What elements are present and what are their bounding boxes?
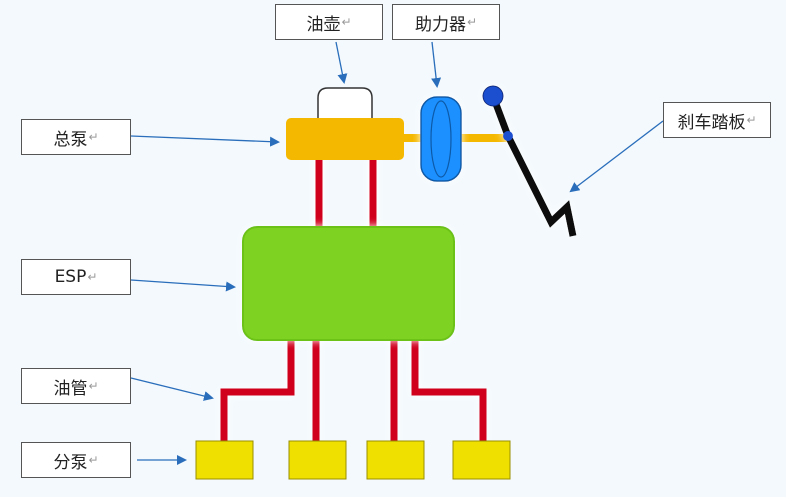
label-booster: 助力器↵ (392, 4, 500, 40)
sub-pumps (195, 440, 511, 480)
label-sub-pump: 分泵↵ (21, 442, 131, 478)
sub-pump-3 (366, 440, 425, 480)
label-brake-pedal: 刹车踏板↵ (663, 102, 771, 138)
master-to-esp-pipes (314, 157, 378, 231)
master-pump-shape (286, 118, 404, 160)
pedal-knob (482, 85, 504, 107)
sub-pump-2 (288, 440, 347, 480)
sub-pump-1 (195, 440, 254, 480)
esp-module-shape (242, 226, 455, 341)
pedal-pivot (503, 131, 513, 141)
sub-pump-4 (452, 440, 511, 480)
arrow-brake-pedal (569, 120, 664, 193)
arrow-esp (130, 279, 236, 292)
label-master-pump: 总泵↵ (21, 119, 131, 155)
arrow-booster (431, 41, 442, 88)
label-esp: ESP↵ (21, 259, 131, 295)
booster-shape (420, 96, 462, 182)
oil-pipes (220, 340, 487, 443)
arrow-oil-pipe (130, 377, 214, 401)
label-oil-pipe: 油管↵ (21, 368, 131, 404)
oil-pot-shape (317, 87, 373, 121)
arrow-master-pump (130, 135, 280, 147)
label-oil-pot: 油壶↵ (275, 4, 383, 40)
callout-arrows (130, 41, 664, 465)
arrow-oil-pot (335, 41, 348, 84)
brake-pedal-shape (482, 85, 577, 237)
